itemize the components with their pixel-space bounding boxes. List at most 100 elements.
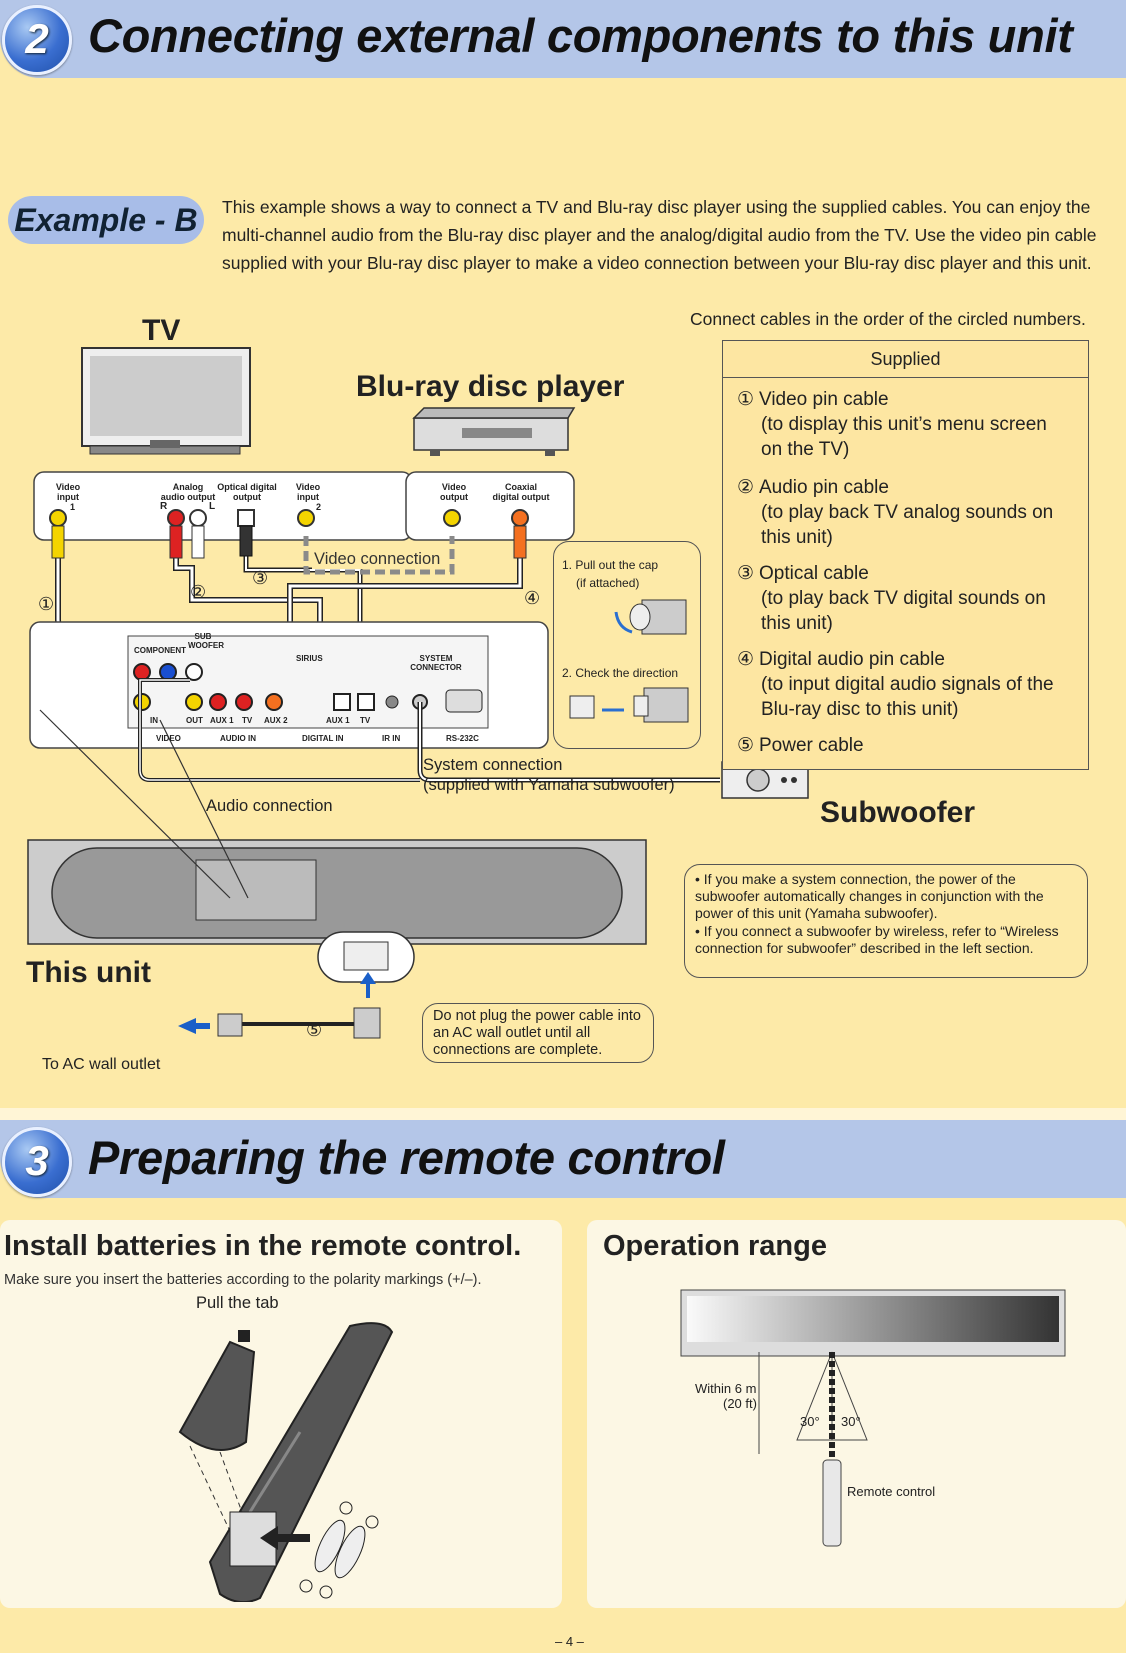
angle-left: 30° xyxy=(800,1414,820,1429)
within-distance-ft: (20 ft) xyxy=(723,1396,757,1411)
bluray-video-output-label: Video output xyxy=(440,482,468,502)
optical-tips-box: 1. Pull out the cap (if attached) 2. Che… xyxy=(553,541,701,749)
optical-step-1b: (if attached) xyxy=(576,576,640,590)
item-desc: (to play back TV digital sounds on xyxy=(761,588,1046,609)
item-name: Video pin cable xyxy=(759,389,889,410)
rear-subwoofer-label: SUB WOOFER xyxy=(188,632,224,650)
item-number: ① xyxy=(737,389,755,410)
page-number: – 4 – xyxy=(555,1634,584,1649)
tv-video-input-1-num: 1 xyxy=(70,502,76,512)
rear-video-group: VIDEO xyxy=(156,734,181,743)
rear-rs232c-label: RS-232C xyxy=(446,734,479,743)
ac-outlet-label: To AC wall outlet xyxy=(42,1056,161,1073)
subwoofer-note-2: • If you connect a subwoofer by wireless… xyxy=(695,923,1059,956)
item-number: ⑤ xyxy=(737,735,755,756)
rear-ir-in-label: IR IN xyxy=(382,734,401,743)
circled-5: ⑤ xyxy=(306,1020,323,1040)
section-number-badge: 2 xyxy=(2,5,72,75)
item-name: Digital audio pin cable xyxy=(759,649,945,670)
optical-direction-illustration xyxy=(569,687,689,723)
within-distance: Within 6 m xyxy=(695,1381,757,1396)
rear-in-label: IN xyxy=(150,716,158,725)
rear-digital-in-group: DIGITAL IN xyxy=(302,734,344,743)
audio-connection-label: Audio connection xyxy=(206,797,333,815)
item-number: ③ xyxy=(737,563,755,584)
tv-illustration xyxy=(81,347,251,455)
tv-video-input-1-label: Video input xyxy=(55,482,81,502)
rear-aux1-label: AUX 1 xyxy=(210,716,234,725)
item-name: Power cable xyxy=(759,735,864,756)
item-desc: (to input digital audio signals of the xyxy=(761,674,1054,695)
circled-2: ② xyxy=(190,582,207,602)
subwoofer-notes-box: • If you make a system connection, the p… xyxy=(684,864,1088,978)
tv-label: TV xyxy=(142,314,181,347)
operation-range-illustration xyxy=(680,1289,1066,1547)
item-desc: Blu-ray disc to this unit) xyxy=(761,699,959,720)
example-badge: Example - B xyxy=(8,196,204,244)
example-intro: This example shows a way to connect a TV… xyxy=(222,193,1126,277)
item-desc: (to display this unit’s menu screen xyxy=(761,414,1047,435)
section-divider xyxy=(0,1108,1126,1120)
item-desc: this unit) xyxy=(761,613,833,634)
tv-video-input-2-num: 2 xyxy=(316,502,322,512)
rear-tv-digital-label: TV xyxy=(360,716,371,725)
rear-system-connector-label: SYSTEM CONNECTOR xyxy=(410,654,462,672)
operation-title: Operation range xyxy=(603,1230,827,1262)
section-title: Connecting external components to this u… xyxy=(88,9,1073,62)
remote-battery-illustration xyxy=(178,1322,394,1602)
bluray-illustration xyxy=(412,407,576,456)
supplied-header: Supplied xyxy=(723,341,1088,378)
rear-audio-in-group: AUDIO IN xyxy=(220,734,256,743)
intro-line: This example shows a way to connect a TV… xyxy=(222,197,1091,217)
item-desc: (to play back TV analog sounds on xyxy=(761,502,1054,523)
item-desc: on the TV) xyxy=(761,439,850,460)
item-number: ④ xyxy=(737,649,755,670)
order-note: Connect cables in the order of the circl… xyxy=(690,309,1086,329)
subwoofer-label: Subwoofer xyxy=(820,796,975,829)
rear-sirius-label: SIRIUS xyxy=(296,654,323,663)
section-3-banner: 3 Preparing the remote control xyxy=(0,1120,1126,1198)
section-number-badge: 3 xyxy=(2,1127,72,1197)
pull-tab-label: Pull the tab xyxy=(196,1294,279,1312)
operation-range-panel: Operation range Within 6 m (20 ft) 30° 3… xyxy=(587,1220,1126,1608)
batteries-subtitle: Make sure you insert the batteries accor… xyxy=(4,1272,482,1288)
video-connection-label: Video connection xyxy=(312,550,443,569)
system-connection-label: System connection xyxy=(423,756,563,774)
remote-control-label: Remote control xyxy=(847,1484,936,1499)
tv-optical-label: Optical digital output xyxy=(217,482,277,502)
circled-1: ① xyxy=(38,594,55,614)
item-number: ② xyxy=(737,477,755,498)
circled-4: ④ xyxy=(524,588,541,608)
section-2-banner: 2 Connecting external components to this… xyxy=(0,0,1126,78)
this-unit-label: This unit xyxy=(26,956,151,989)
tv-analog-audio-label: Analog audio output xyxy=(160,482,216,502)
rear-out-label: OUT xyxy=(186,716,203,725)
rear-aux1-digital-label: AUX 1 xyxy=(326,716,350,725)
section-title: Preparing the remote control xyxy=(88,1131,725,1184)
item-name: Audio pin cable xyxy=(759,477,889,498)
circled-3: ③ xyxy=(252,568,269,588)
power-note: Do not plug the power cable into an AC w… xyxy=(433,1008,641,1058)
tv-analog-l-label: L xyxy=(209,501,216,512)
batteries-title: Install batteries in the remote control. xyxy=(4,1230,522,1262)
tv-analog-r-label: R xyxy=(160,501,168,512)
item-name: Optical cable xyxy=(759,563,869,584)
angle-right: 30° xyxy=(841,1414,861,1429)
optical-step-2: 2. Check the direction xyxy=(562,666,679,680)
batteries-panel: Install batteries in the remote control.… xyxy=(0,1220,562,1608)
rear-aux2-label: AUX 2 xyxy=(264,716,288,725)
bluray-label: Blu-ray disc player xyxy=(356,370,625,403)
power-note-box: Do not plug the power cable into an AC w… xyxy=(422,1003,654,1063)
rear-component-label: COMPONENT xyxy=(134,646,186,655)
subwoofer-note-1: • If you make a system connection, the p… xyxy=(695,871,1044,921)
bluray-coaxial-label: Coaxial digital output xyxy=(492,482,550,502)
item-desc: this unit) xyxy=(761,527,833,548)
intro-line: supplied with your Blu-ray disc player t… xyxy=(222,253,1092,273)
tv-video-input-2-label: Video input xyxy=(295,482,321,502)
